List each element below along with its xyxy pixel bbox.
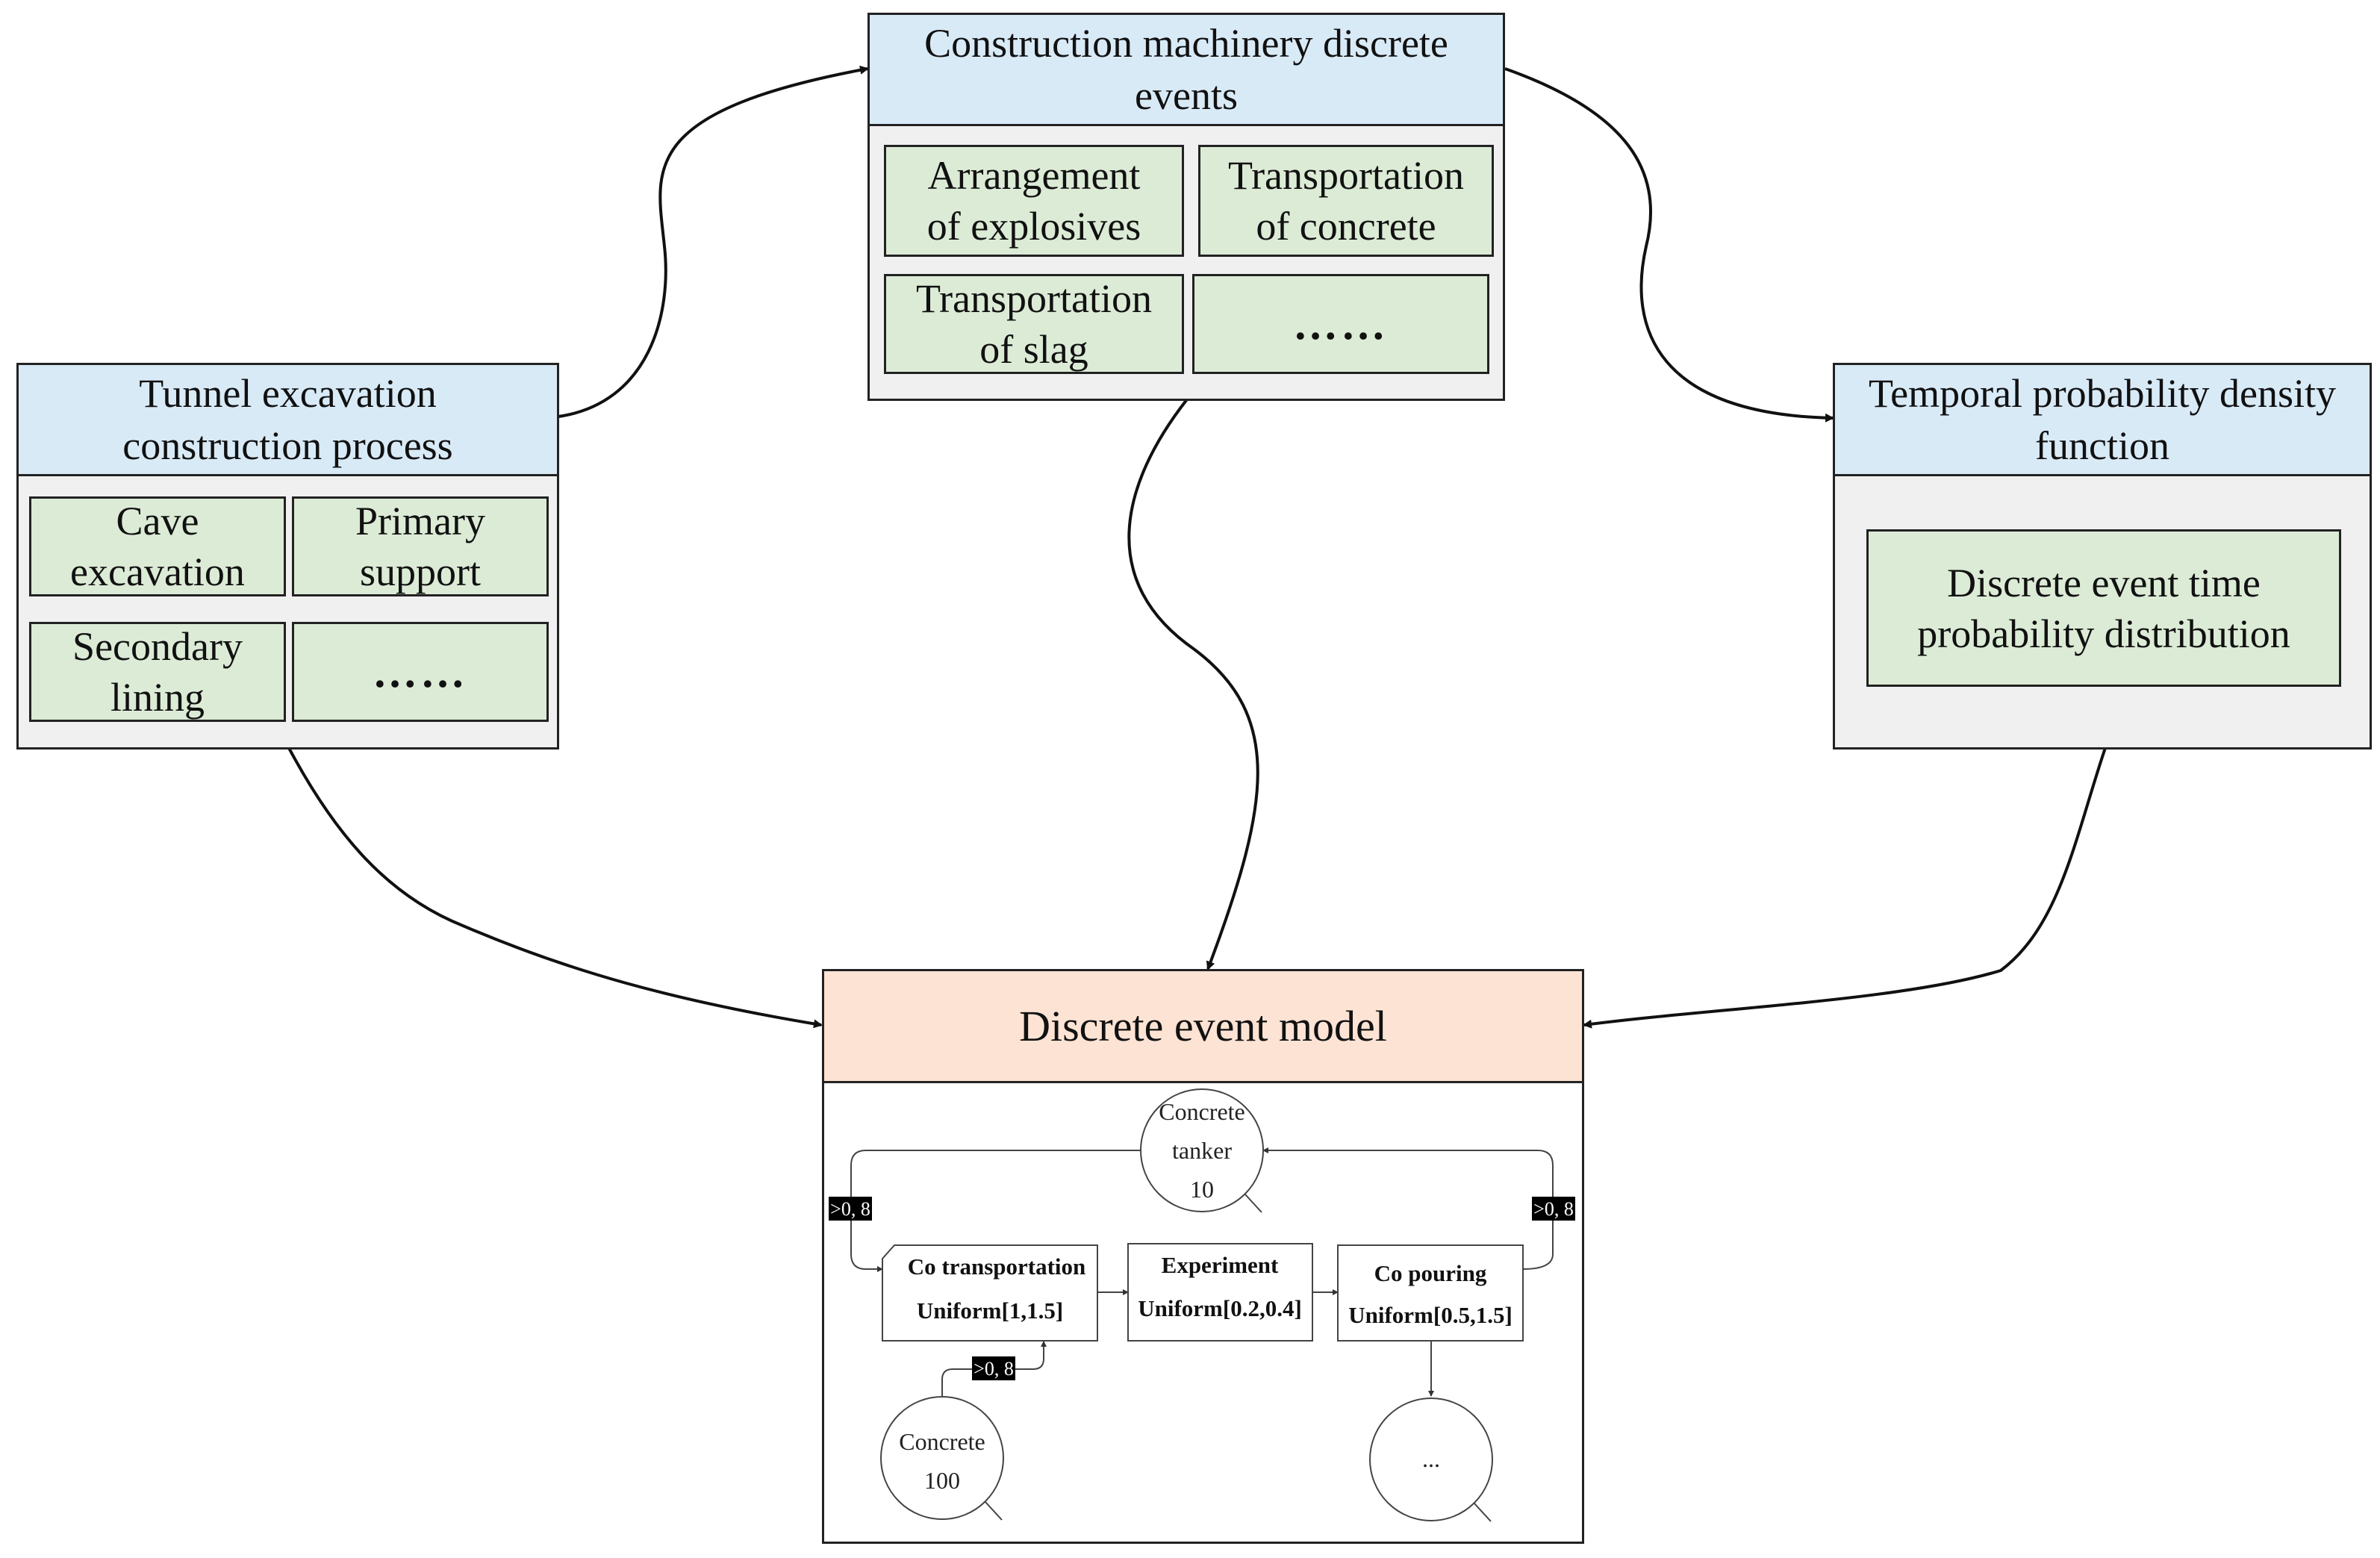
time-distribution-item: Discrete event time probability distribu… (1866, 529, 2341, 687)
edge-pouring-to-tanker (1262, 1147, 1554, 1270)
slag-transport-item: Transportation of slag (884, 274, 1184, 374)
transportation-name: Co transportation (908, 1253, 1086, 1280)
cave-excavation-item: Cave excavation (29, 496, 286, 596)
arrow-tunnel-to-model (287, 747, 823, 1029)
concrete-transport-item: Transportation of concrete (1198, 145, 1494, 257)
tunnel-more-item: …… (292, 622, 549, 722)
tunnel-excavation-panel: Tunnel excavation construction process C… (16, 363, 559, 750)
tanker-node-handle (1244, 1194, 1262, 1213)
edge-label-badges (829, 1197, 1575, 1380)
machinery-events-panel: Construction machinery discrete events A… (867, 13, 1505, 401)
secondary-lining-item: Secondary lining (29, 622, 286, 722)
experiment-dist: Uniform[0.2,0.4] (1138, 1295, 1302, 1321)
primary-support-item: Primary support (292, 496, 549, 596)
tanker-label-line2: tanker (1172, 1137, 1232, 1164)
explosives-item: Arrangement of explosives (884, 145, 1184, 257)
pouring-name: Co pouring (1374, 1260, 1487, 1286)
arrow-machinery-to-temporal (1504, 67, 1834, 423)
discrete-event-model-title: Discrete event model (824, 971, 1582, 1083)
pouring-activity-box (1337, 1244, 1524, 1342)
concrete-count: 100 (924, 1467, 960, 1494)
arrow-temporal-to-model (1583, 747, 2107, 1029)
arrow-tunnel-to-machinery (558, 65, 869, 418)
edge-label-bottom: >0, 8 (974, 1358, 1014, 1380)
ellipsis-node-handle (1474, 1503, 1492, 1522)
transportation-activity-box (882, 1244, 1098, 1342)
experiment-activity-box (1127, 1243, 1313, 1342)
machinery-more-item: …… (1192, 274, 1489, 374)
edge-label-bottom-bg (972, 1356, 1015, 1380)
concrete-node-handle (985, 1501, 1003, 1521)
edge-label-right: >0, 8 (1533, 1198, 1574, 1220)
concrete-node (880, 1396, 1004, 1520)
tunnel-excavation-title: Tunnel excavation construction process (19, 365, 557, 476)
tanker-label-line1: Concrete (1159, 1098, 1245, 1125)
concrete-label: Concrete (899, 1428, 985, 1455)
experiment-name: Experiment (1162, 1252, 1279, 1278)
tanker-node (1140, 1088, 1264, 1212)
arrow-machinery-to-model (1127, 398, 1259, 970)
temporal-probability-panel: Temporal probability density function Di… (1833, 363, 2372, 750)
ellipsis-node (1369, 1397, 1493, 1521)
edge-label-right-bg (1532, 1197, 1575, 1221)
ellipsis-node-label: ... (1422, 1445, 1440, 1472)
machinery-events-title: Construction machinery discrete events (870, 15, 1503, 126)
temporal-probability-title: Temporal probability density function (1835, 365, 2370, 476)
edge-label-left: >0, 8 (830, 1198, 870, 1220)
edge-label-left-bg (829, 1197, 872, 1221)
transportation-dist: Uniform[1,1.5] (917, 1297, 1063, 1324)
tanker-count: 10 (1190, 1176, 1214, 1203)
pouring-dist: Uniform[0.5,1.5] (1348, 1302, 1513, 1328)
